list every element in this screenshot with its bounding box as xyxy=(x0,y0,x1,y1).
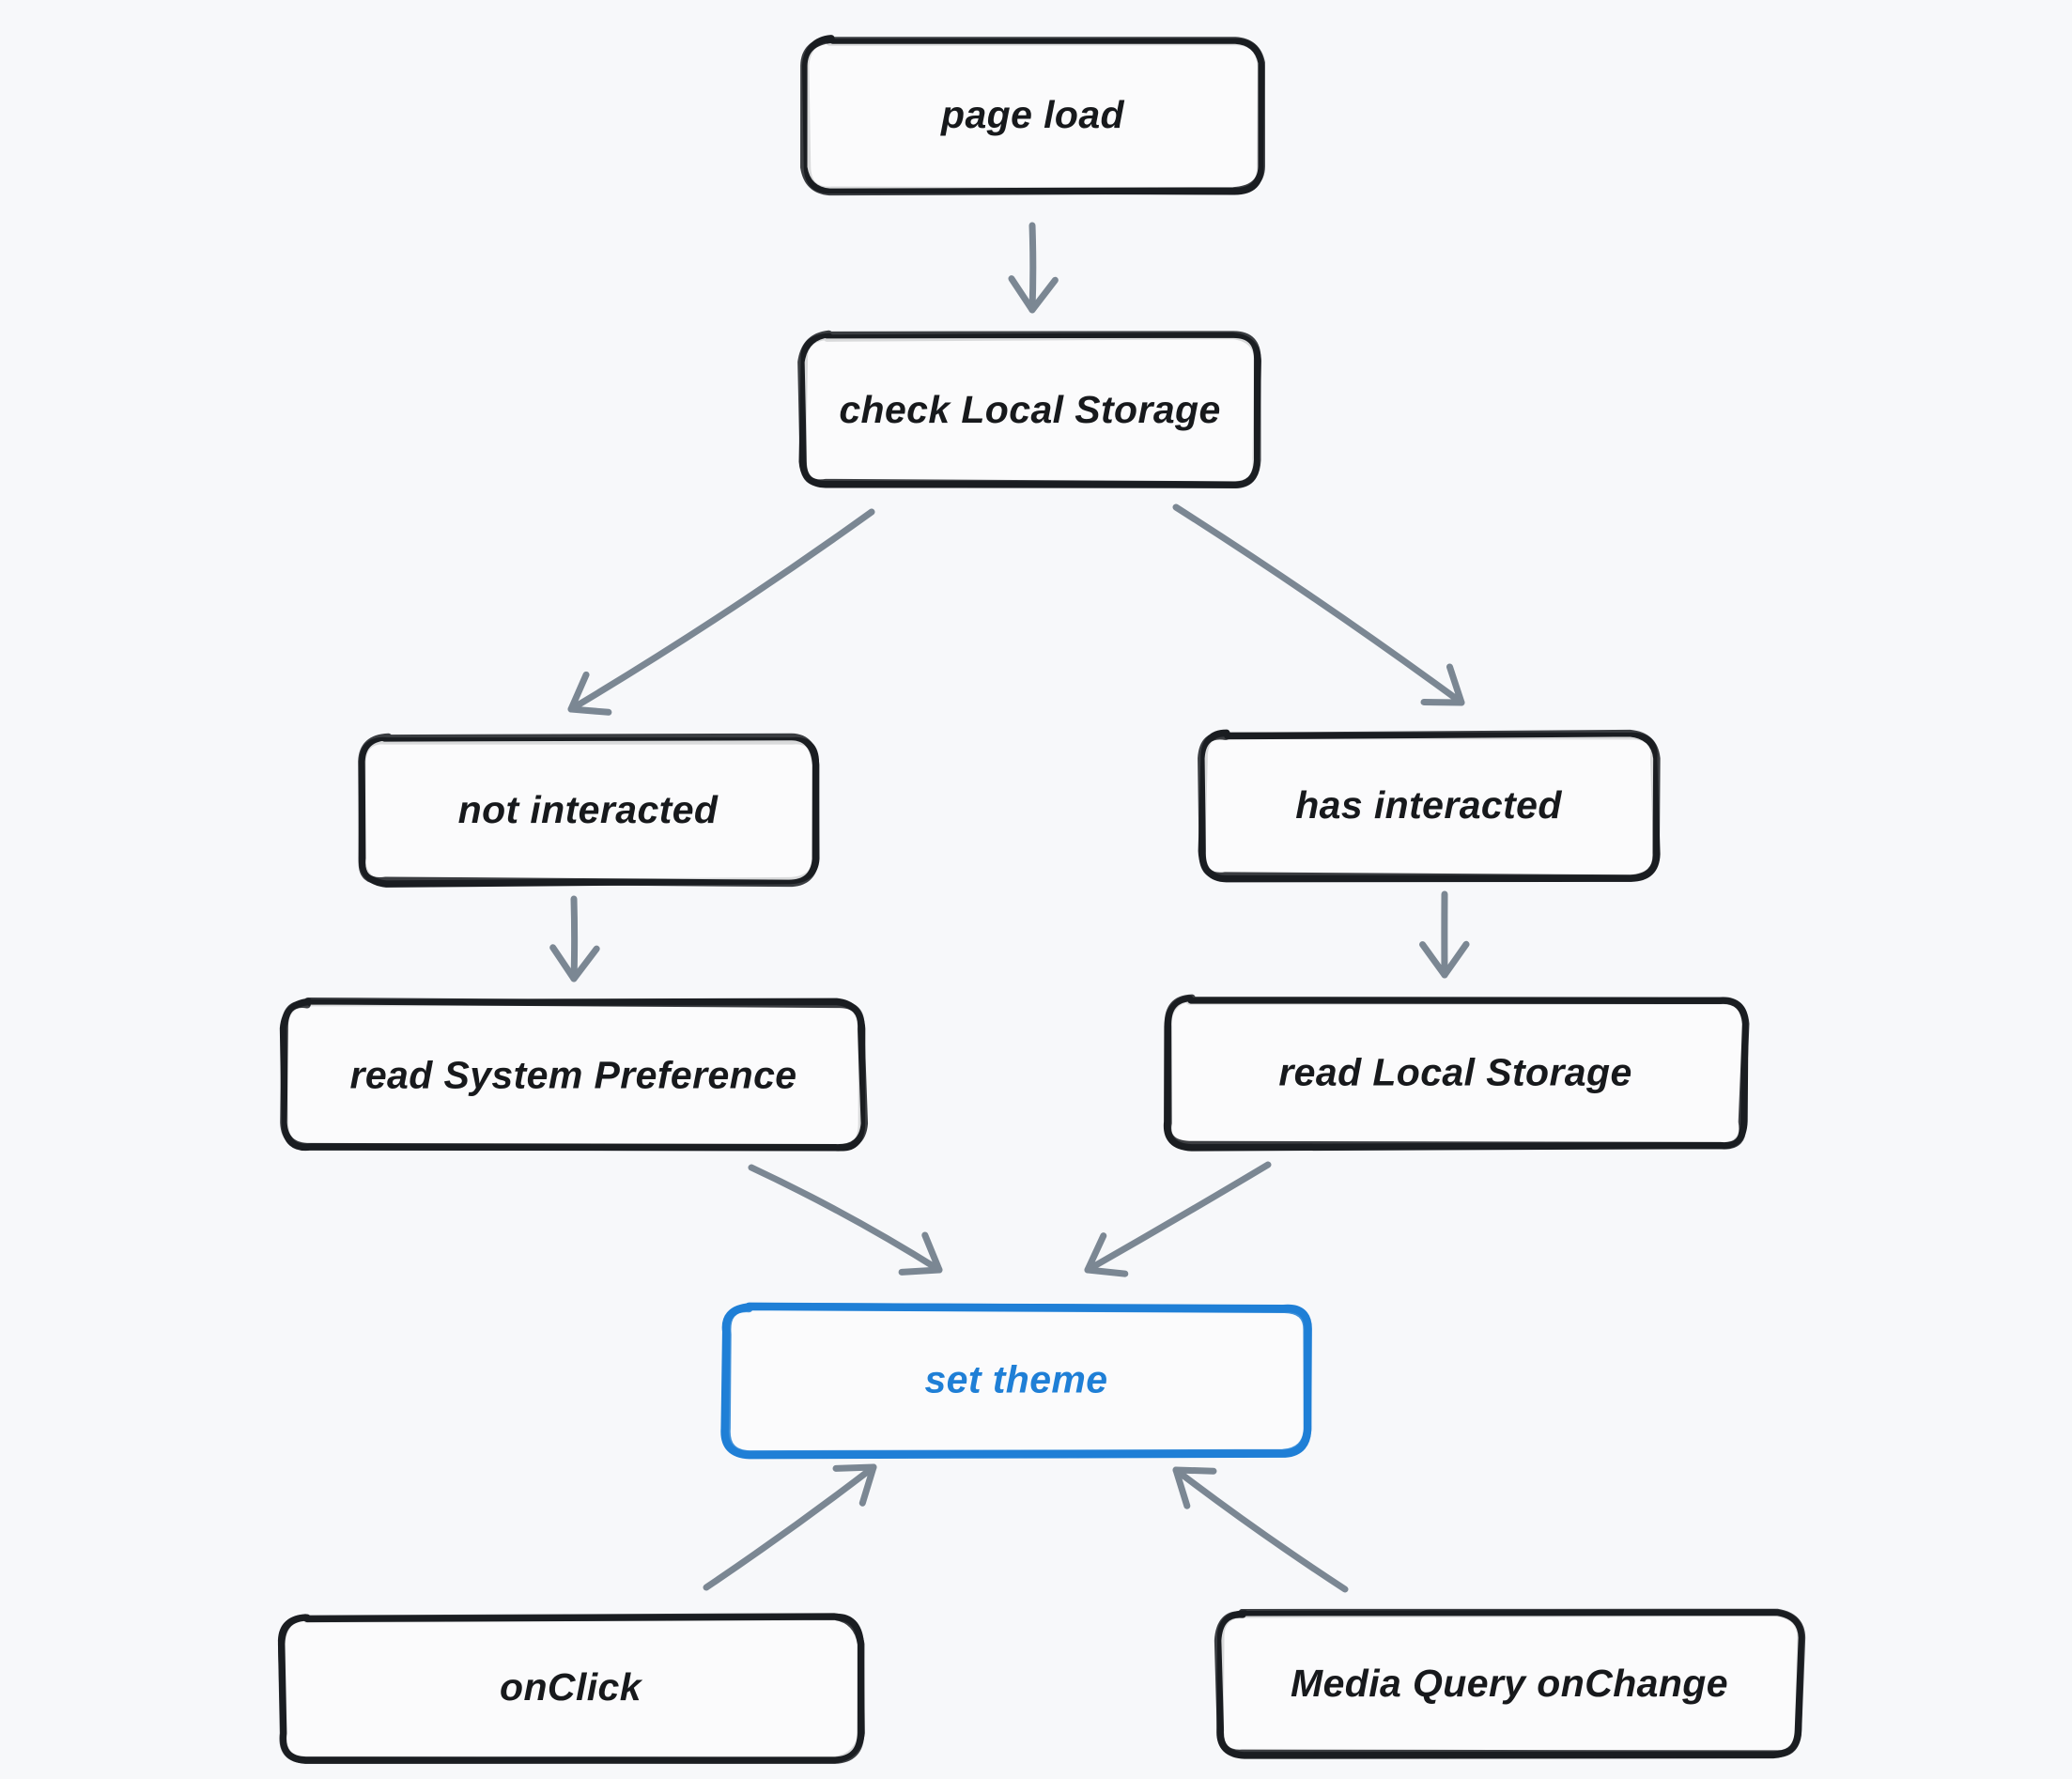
edge-shaft xyxy=(1028,222,1037,314)
flow-edge xyxy=(1419,890,1470,979)
node-label: Media Query onChange xyxy=(1291,1662,1728,1705)
flow-node-set-theme[interactable]: set theme xyxy=(720,1302,1312,1460)
edge-arrowhead xyxy=(898,1231,943,1276)
edge-arrowhead xyxy=(1008,275,1059,314)
edge-shaft xyxy=(567,508,875,713)
edge-arrowhead xyxy=(567,671,612,716)
edge-shaft xyxy=(570,895,579,982)
node-label: onClick xyxy=(500,1665,643,1709)
edge-arrowhead xyxy=(832,1463,877,1507)
node-outline-overstroke xyxy=(358,733,820,888)
flow-edge xyxy=(567,508,875,716)
flow-node-read-system-preference[interactable]: read System Preference xyxy=(279,997,869,1152)
node-outline-overstroke xyxy=(800,36,1265,196)
flow-node-on-click[interactable]: onClick xyxy=(277,1613,865,1764)
node-outline-overstroke xyxy=(277,1613,865,1764)
flow-node-read-local-storage[interactable]: read Local Storage xyxy=(1163,994,1750,1152)
edge-shaft xyxy=(1172,503,1465,706)
edge-shaft xyxy=(703,1463,877,1591)
node-outline-overstroke xyxy=(797,330,1261,488)
flow-node-has-interacted[interactable]: has interacted xyxy=(1198,729,1661,883)
edge-arrowhead xyxy=(549,944,600,982)
node-outline-overstroke xyxy=(280,997,869,1152)
flow-edge xyxy=(1084,1161,1272,1277)
flow-edge xyxy=(748,1164,943,1276)
flow-edge xyxy=(703,1463,877,1591)
flow-node-page-load[interactable]: page load xyxy=(800,35,1265,196)
edge-arrowhead xyxy=(1084,1232,1129,1277)
node-label: check Local Storage xyxy=(839,388,1220,431)
edge-shaft xyxy=(1172,1466,1349,1593)
flow-edge xyxy=(1172,503,1465,706)
edge-arrowhead xyxy=(1419,940,1470,979)
node-label: set theme xyxy=(924,1357,1107,1400)
flow-edge xyxy=(1172,1466,1349,1593)
node-label: read System Preference xyxy=(349,1053,796,1096)
flow-edge xyxy=(1008,222,1059,314)
edge-shaft xyxy=(748,1164,943,1274)
flow-node-not-interacted[interactable]: not interacted xyxy=(358,733,820,888)
flow-node-media-query-onchange[interactable]: Media Query onChange xyxy=(1214,1608,1806,1759)
flow-node-check-local-storage[interactable]: check Local Storage xyxy=(797,330,1261,488)
node-outline-overstroke xyxy=(1198,729,1661,882)
edge-shaft xyxy=(1084,1161,1272,1274)
node-layer: page load check Local Storage not interact… xyxy=(277,35,1806,1764)
node-label: not interacted xyxy=(458,788,719,831)
flow-edge xyxy=(549,895,600,982)
node-outline-overstroke xyxy=(722,1302,1312,1459)
edge-layer xyxy=(549,222,1470,1593)
edge-arrowhead xyxy=(1420,663,1465,706)
node-label: has interacted xyxy=(1295,783,1562,827)
node-outline-overstroke xyxy=(1164,994,1750,1150)
edge-arrowhead xyxy=(1172,1466,1217,1509)
node-outline-overstroke xyxy=(1214,1608,1806,1757)
node-label: page load xyxy=(940,93,1125,136)
node-label: read Local Storage xyxy=(1278,1050,1631,1093)
